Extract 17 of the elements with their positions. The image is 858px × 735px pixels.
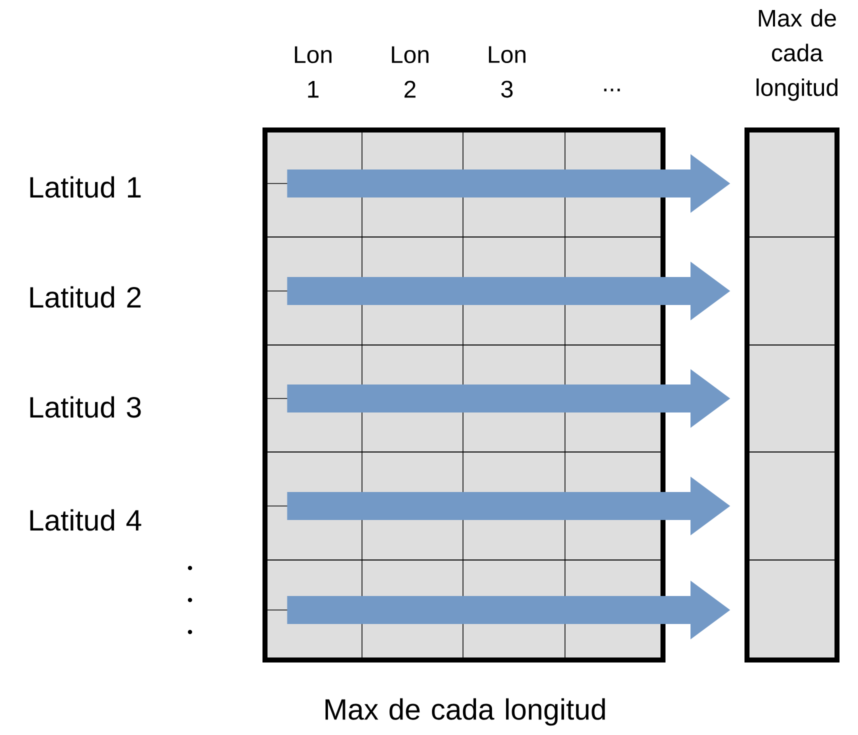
ellipsis: ... — [604, 88, 620, 92]
result-cell — [746, 451, 838, 560]
row-label: Latitud 4 — [30, 509, 142, 531]
result-column — [744, 128, 840, 662]
column-label: Lon 3 — [488, 46, 526, 98]
axis-label: Max de cada longitud — [326, 698, 605, 726]
result-cell — [746, 344, 838, 452]
result-cell — [746, 130, 838, 238]
column-label: Lon 2 — [392, 46, 428, 98]
row-label: Latitud 2 — [30, 286, 141, 308]
result-cell — [746, 236, 838, 346]
column-label: Lon 1 — [294, 46, 332, 98]
row-label: Latitud 3 — [30, 396, 141, 418]
result-cell — [746, 559, 838, 660]
column-label: Max de cada longitud — [756, 9, 838, 101]
data-grid — [262, 128, 666, 662]
row-label: Latitud 1 — [30, 176, 141, 198]
